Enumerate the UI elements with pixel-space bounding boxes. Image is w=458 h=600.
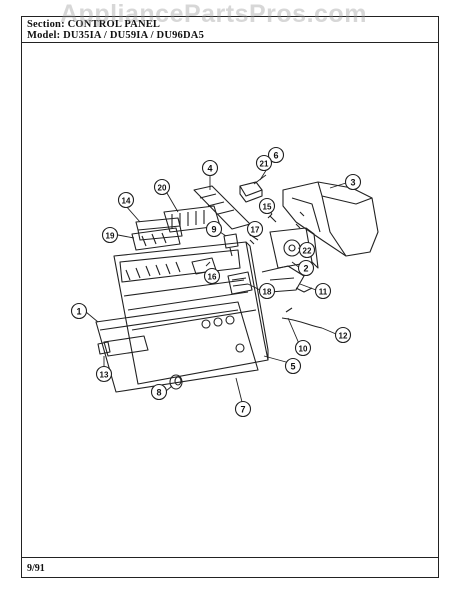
svg-text:10: 10 <box>299 345 308 354</box>
callout-group: 1 2 3 4 5 6 7 8 9 10 11 12 13 14 15 16 1… <box>70 146 362 418</box>
svg-text:21: 21 <box>260 160 269 169</box>
svg-text:11: 11 <box>319 288 328 297</box>
svg-text:5: 5 <box>290 362 295 372</box>
svg-text:1: 1 <box>76 307 81 317</box>
callout-12: 12 <box>334 326 352 344</box>
callout-5: 5 <box>284 357 302 375</box>
callout-2: 2 <box>297 259 315 277</box>
callout-19: 19 <box>101 226 119 244</box>
part-knob-cap <box>239 181 263 203</box>
callout-3: 3 <box>344 173 362 191</box>
svg-text:3: 3 <box>350 178 355 188</box>
footer-divider <box>22 557 438 558</box>
svg-text:12: 12 <box>339 332 348 341</box>
svg-text:6: 6 <box>273 151 278 161</box>
part-small-button <box>97 341 111 355</box>
svg-text:13: 13 <box>100 371 109 380</box>
part-knob <box>169 374 183 390</box>
svg-text:22: 22 <box>303 247 312 256</box>
svg-text:19: 19 <box>106 232 115 241</box>
callout-10: 10 <box>294 339 312 357</box>
callout-8: 8 <box>150 383 168 401</box>
callout-14: 14 <box>117 191 135 209</box>
callout-18: 18 <box>258 282 276 300</box>
callout-1: 1 <box>70 302 88 320</box>
svg-text:16: 16 <box>208 273 217 282</box>
svg-text:7: 7 <box>240 405 245 415</box>
callout-15: 15 <box>258 197 276 215</box>
svg-text:20: 20 <box>158 184 167 193</box>
callout-20: 20 <box>153 178 171 196</box>
model-line: Model: DU35IA / DU59IA / DU96DA5 <box>27 30 205 41</box>
callout-11: 11 <box>314 282 332 300</box>
part-front-panel <box>95 301 259 393</box>
svg-text:2: 2 <box>303 264 308 274</box>
header-divider <box>22 42 438 43</box>
callout-16: 16 <box>203 267 221 285</box>
callout-4: 4 <box>201 159 219 177</box>
svg-text:8: 8 <box>156 388 161 398</box>
callout-9: 9 <box>205 220 223 238</box>
callout-6: 6 <box>267 146 285 164</box>
part-switch-assembly <box>135 217 183 241</box>
callout-17: 17 <box>246 220 264 238</box>
watermark-text: AppliancePartsPros.com <box>60 0 367 28</box>
svg-text:14: 14 <box>122 197 131 206</box>
svg-text:15: 15 <box>263 203 272 212</box>
callout-22: 22 <box>298 241 316 259</box>
part-clip <box>223 233 239 257</box>
callout-13: 13 <box>95 365 113 383</box>
part-housing <box>282 181 379 257</box>
drawing-sheet: Section: CONTROL PANEL Model: DU35IA / D… <box>21 16 439 578</box>
callout-21: 21 <box>255 154 273 172</box>
section-title: Section: CONTROL PANEL <box>27 19 161 30</box>
part-selector-switch <box>227 271 253 295</box>
svg-text:18: 18 <box>263 288 272 297</box>
svg-text:9: 9 <box>211 225 216 235</box>
part-console-panel <box>113 241 269 385</box>
svg-text:17: 17 <box>251 226 260 235</box>
callout-7: 7 <box>234 400 252 418</box>
part-push-buttons <box>131 227 181 251</box>
revision-date: 9/91 <box>27 563 45 574</box>
part-wire-harness <box>281 287 323 329</box>
svg-text:4: 4 <box>207 164 212 174</box>
